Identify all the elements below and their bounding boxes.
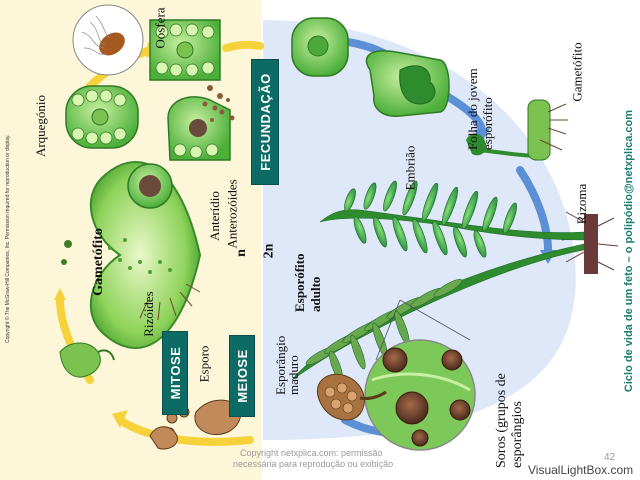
young-sporophyte [466, 99, 568, 161]
sperm-inset [72, 4, 144, 76]
label-anterozoides: Anterozóides [224, 179, 240, 249]
label-n: n [233, 249, 249, 257]
adult-fern-fronds [291, 180, 585, 382]
zygote-archegonium [291, 17, 349, 77]
label-folha-jovem: Folha do jovem esporófito [465, 68, 495, 150]
sori-zoom-inset [364, 299, 476, 451]
sporangium-illustration [316, 373, 387, 421]
label-esporofito-adulto: Esporófito adulto [292, 253, 323, 313]
label-rizoma: Rizoma [574, 183, 590, 225]
page-number: 42 [604, 452, 616, 463]
antheridium-small [127, 163, 173, 209]
side-title: Ciclo de vida de um feto – o polipódio@n… [623, 109, 635, 393]
antheridium-illustration [167, 96, 231, 161]
label-rizoides: Rizóides [140, 291, 156, 337]
footer-brand: VisualLightBox.com [528, 463, 634, 477]
stage-meiose: MEIOSE [229, 335, 255, 417]
watermark-line-1: Copyright netxplica.com: permissão [240, 448, 383, 458]
label-anteridio: Anterídio [206, 191, 222, 241]
stage-meiose-text: MEIOSE [234, 349, 250, 403]
label-esporo: Esporo [196, 345, 212, 383]
label-embriao: Embrião [402, 145, 418, 191]
oosphere-illustration [149, 19, 221, 81]
gametophyte-prothallus [61, 161, 202, 349]
label-oosfera: Oosfera [152, 7, 168, 49]
stage-fecundacao: FECUNDAÇÃO [251, 59, 279, 185]
stage-mitose: MITOSE [162, 331, 188, 415]
label-2n: 2n [261, 243, 277, 259]
label-arquegonio: Arquegónio [33, 94, 49, 158]
anterozoid-particles [202, 85, 235, 122]
label-gametofito-left: Gametófito [90, 228, 106, 296]
label-soros: Soros (grupos de esporângios [494, 373, 525, 468]
stage-fecundacao-text: FECUNDAÇÃO [257, 73, 273, 171]
watermark-line-2: necessária para reprodução ou exibição [233, 459, 394, 469]
embryo-illustration [365, 50, 450, 117]
rhizome-illustration [561, 211, 619, 274]
label-esporangio-maduro: Esporângio maduro [273, 335, 301, 395]
label-gametofito-right: Gametófito [569, 42, 585, 102]
stage-mitose-text: MITOSE [167, 346, 183, 400]
archegonium-illustration [65, 85, 139, 149]
copyright-notice: Copyright © The McGraw-Hill Companies, I… [5, 134, 11, 343]
germinating-spore [59, 342, 115, 378]
